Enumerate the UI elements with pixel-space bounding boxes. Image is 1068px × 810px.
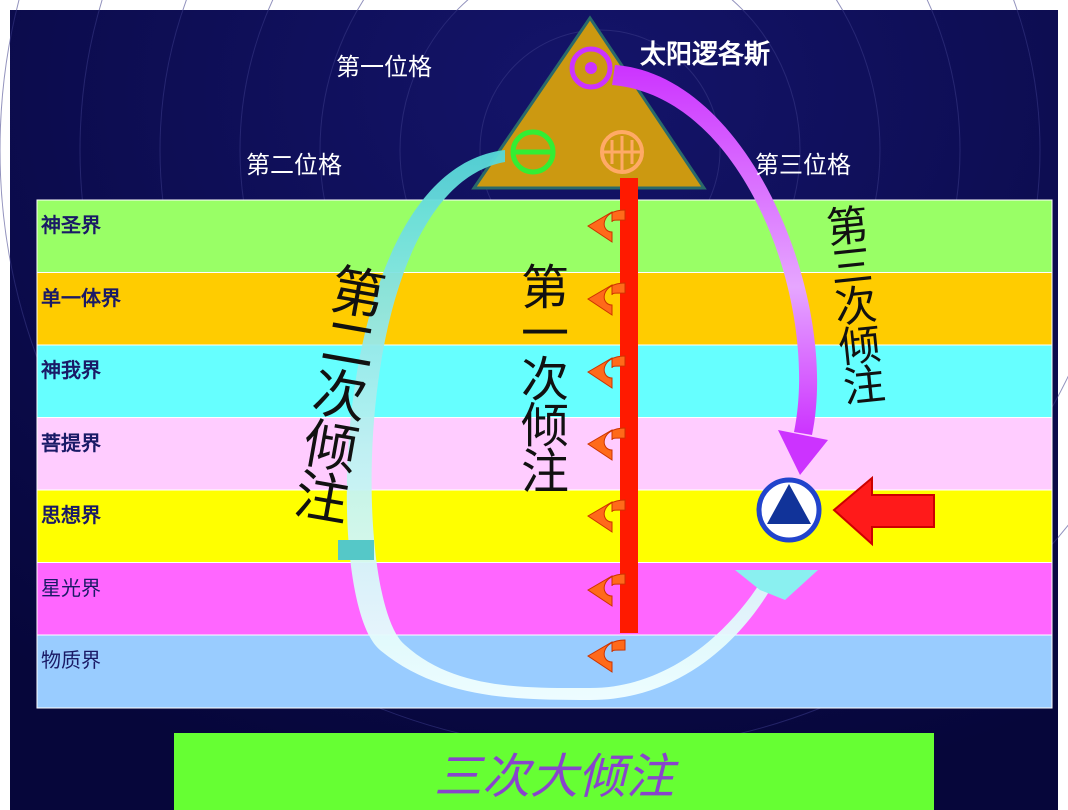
plane-label-mental: 思想界 bbox=[41, 503, 101, 527]
plane-band-monadic bbox=[36, 272, 1053, 346]
first-outpouring-stream bbox=[620, 178, 638, 633]
plane-label-monadic: 单一体界 bbox=[41, 285, 121, 310]
circle-dot-icon bbox=[569, 46, 613, 90]
circle-cross-icon bbox=[600, 130, 644, 174]
big-red-arrow-icon bbox=[832, 475, 935, 547]
plane-label-astral: 星光界 bbox=[41, 575, 101, 600]
plane-label-divine: 神圣界 bbox=[41, 213, 101, 237]
first-outpouring-hooks bbox=[587, 209, 626, 673]
second-arrow-notch bbox=[338, 540, 374, 560]
plane-label-buddhic: 菩提界 bbox=[41, 430, 101, 455]
third-person-label: 第三位格 bbox=[755, 151, 851, 179]
plane-band-buddhic bbox=[36, 417, 1053, 491]
second-person-label: 第二位格 bbox=[246, 151, 342, 179]
hook-arrow-icon bbox=[587, 282, 626, 316]
title: 太阳逻各斯 bbox=[640, 40, 771, 70]
third-outpouring-arrow bbox=[612, 65, 818, 435]
circle-minus-icon bbox=[510, 129, 556, 175]
hook-arrow-icon bbox=[587, 427, 626, 461]
footer-box bbox=[174, 733, 934, 810]
second-arrow-head bbox=[735, 570, 818, 600]
plane-band-astral bbox=[36, 562, 1053, 636]
hook-arrow-icon bbox=[587, 573, 626, 607]
first-person-label: 第一位格 bbox=[336, 53, 432, 81]
triangle-in-circle-icon bbox=[756, 477, 822, 543]
first-outpouring-label: 第一次倾注 bbox=[512, 262, 568, 492]
footer-label: 三次大倾注 bbox=[433, 749, 674, 805]
hook-arrow-icon bbox=[587, 355, 626, 389]
trinity-triangle bbox=[471, 15, 707, 190]
plane-label-spiritual: 神我界 bbox=[41, 358, 101, 382]
third-arrow-head bbox=[778, 430, 828, 475]
plane-band-spiritual bbox=[36, 344, 1053, 419]
hook-arrow-icon bbox=[587, 499, 626, 533]
plane-label-physical: 物质界 bbox=[41, 648, 101, 672]
hook-arrow-icon bbox=[587, 639, 626, 673]
second-outpouring-arrow bbox=[346, 150, 770, 700]
hook-arrow-icon bbox=[587, 209, 626, 243]
